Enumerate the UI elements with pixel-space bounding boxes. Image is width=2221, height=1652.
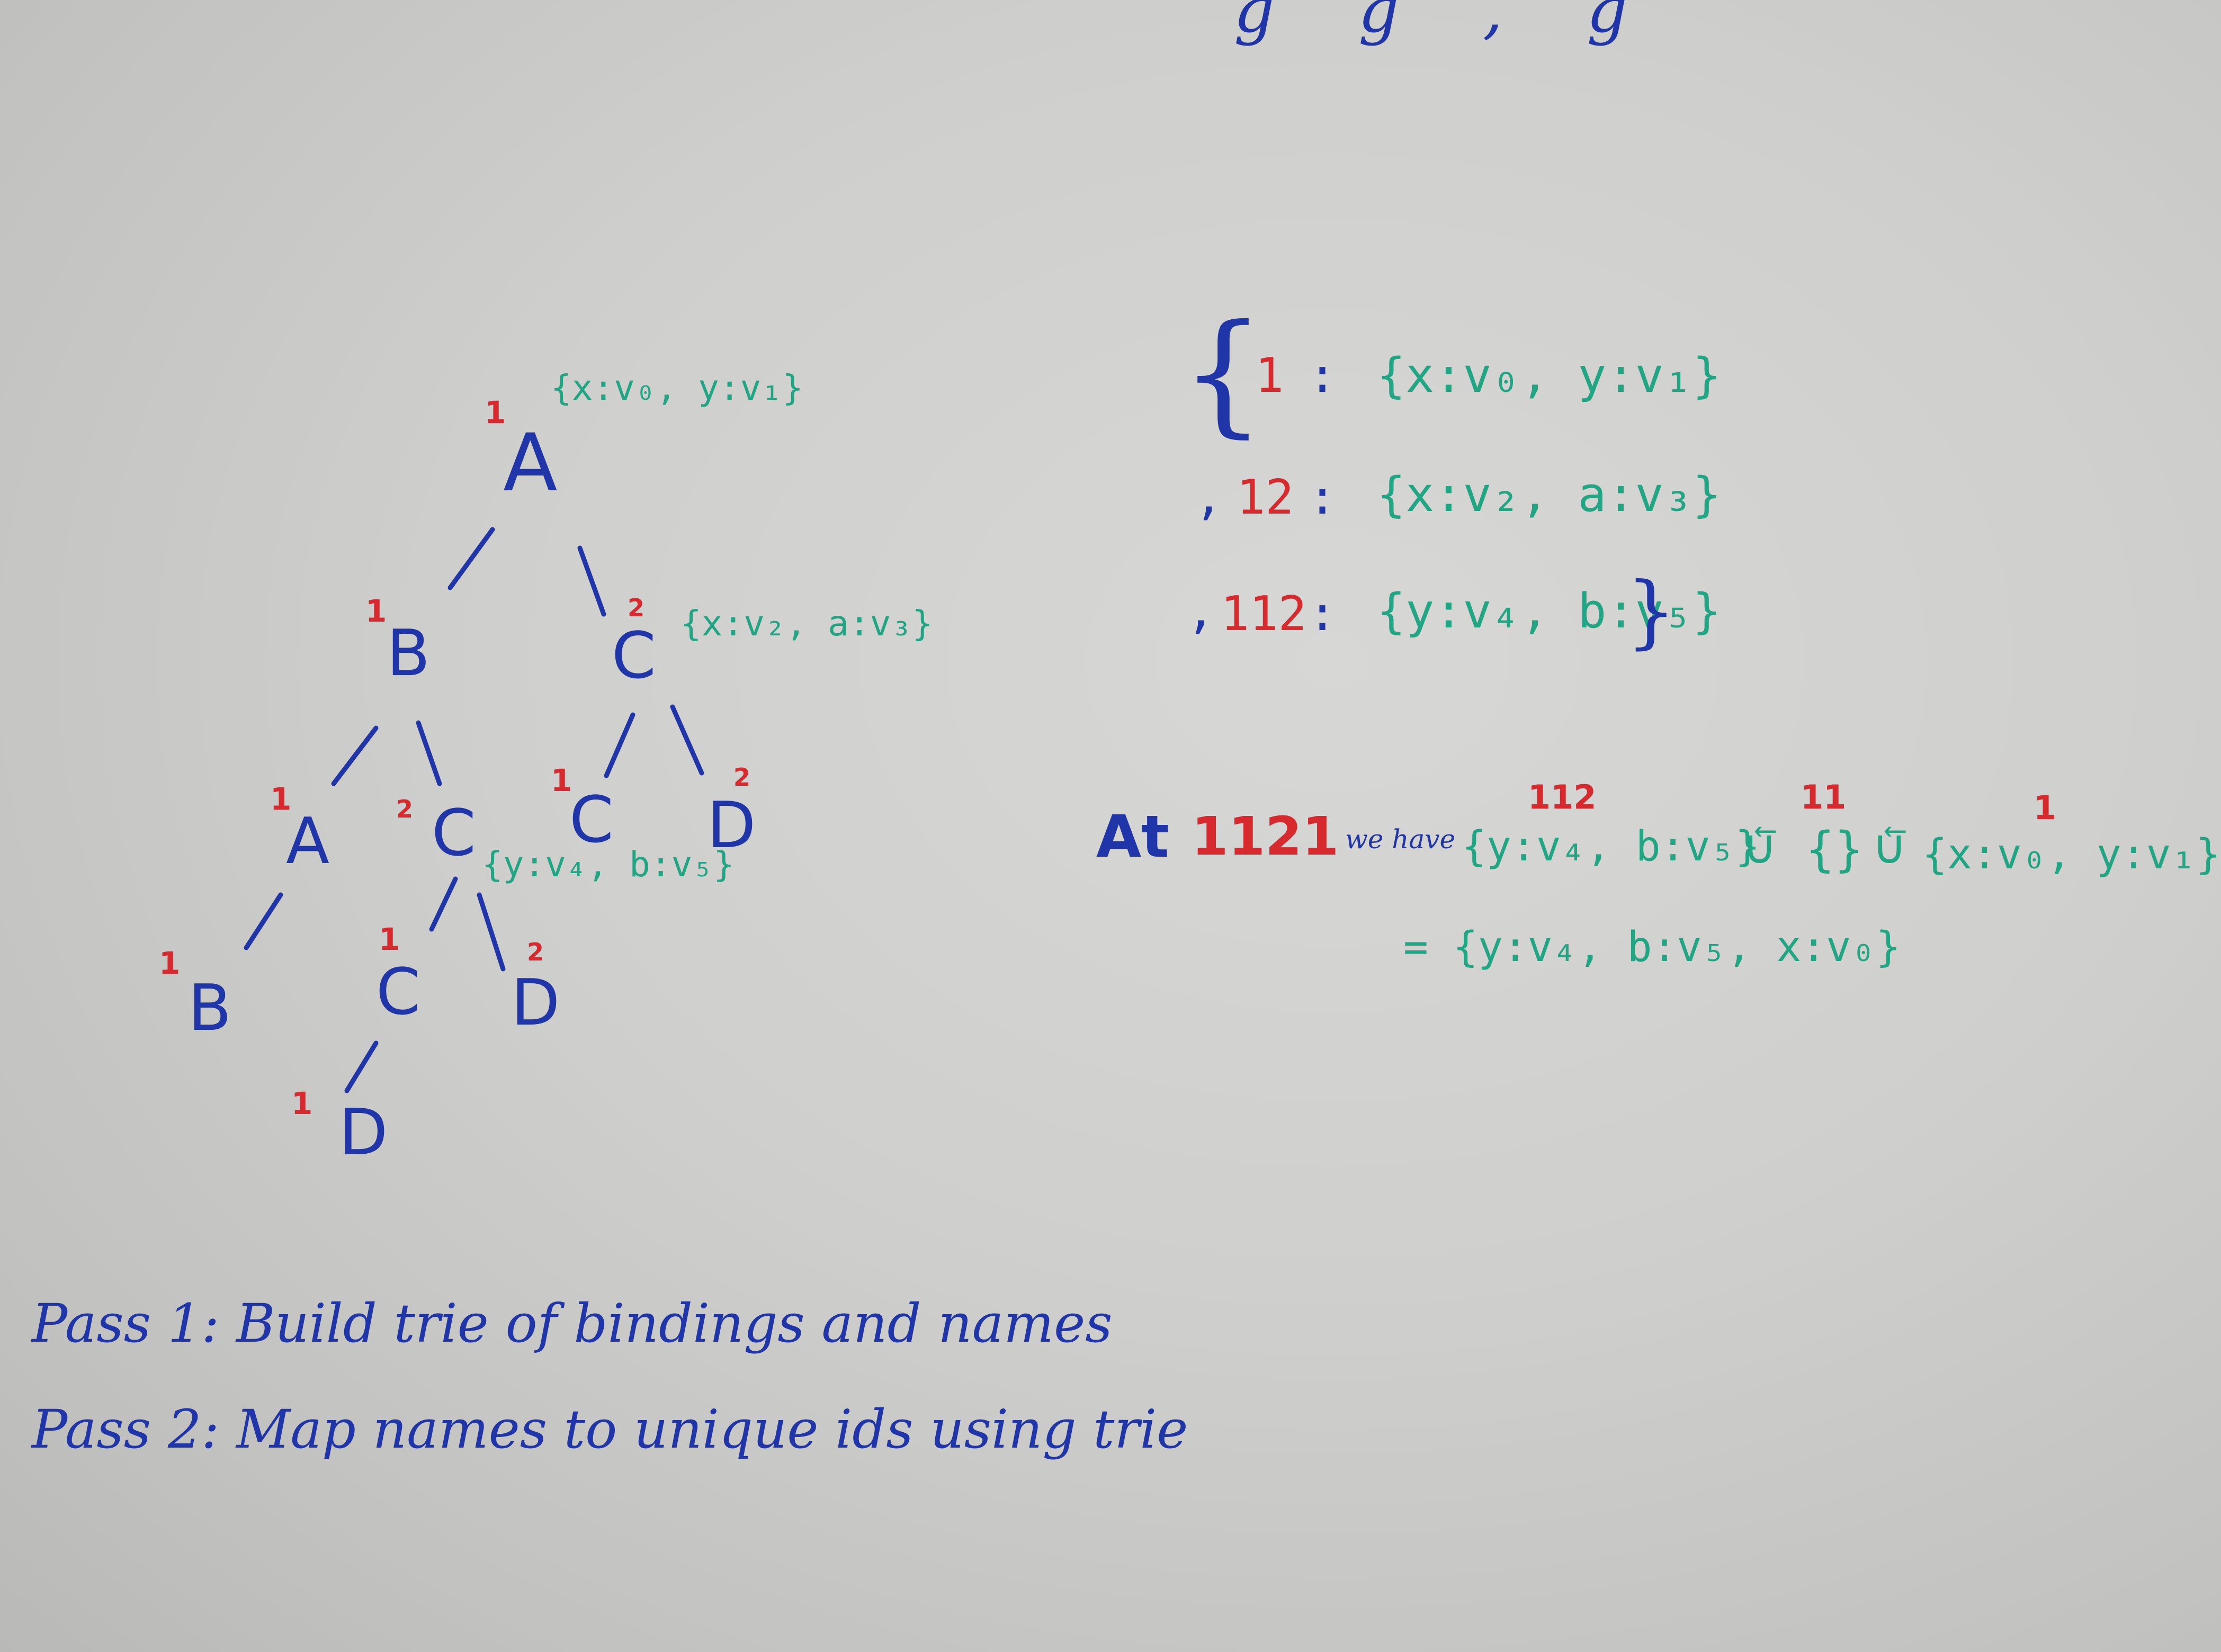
example-term3: {x:v₀, y:v₁} bbox=[1922, 831, 2221, 878]
node-bc-label: C bbox=[432, 797, 476, 870]
edge-b-bc bbox=[416, 720, 442, 786]
node-bccd-label: D bbox=[339, 1096, 388, 1170]
node-root-number: 1 bbox=[485, 394, 506, 430]
node-ba-label: A bbox=[286, 805, 330, 878]
node-bccd-number: 1 bbox=[291, 1085, 313, 1121]
example-id: 1121 bbox=[1192, 805, 1339, 867]
node-b-label: B bbox=[387, 617, 431, 690]
map-row-3-value: {y:v₄, b:v₅} bbox=[1377, 583, 1722, 639]
edge-ba-bab bbox=[244, 892, 283, 950]
map-row-3-colon: : bbox=[1308, 586, 1337, 642]
edge-c-cd bbox=[670, 704, 704, 776]
node-root-label: A bbox=[503, 417, 558, 509]
example-term2-label: 11 bbox=[1801, 778, 1847, 816]
example-union-op-2: ∪⃖ bbox=[1872, 819, 1907, 875]
node-cd-number: 2 bbox=[733, 763, 751, 792]
map-row-2-colon: : bbox=[1308, 470, 1337, 525]
node-c-number: 2 bbox=[628, 594, 645, 622]
note-pass-1: Pass 1: Build trie of bindings and names bbox=[32, 1292, 1113, 1354]
node-bab-label: B bbox=[188, 972, 232, 1045]
node-bcd-label: D bbox=[511, 966, 560, 1040]
node-bcc-number: 1 bbox=[379, 921, 400, 957]
node-cd-label: D bbox=[707, 789, 756, 863]
map-open-brace: { bbox=[1181, 296, 1266, 450]
node-ba-number: 1 bbox=[270, 781, 292, 817]
example-term2: {} bbox=[1806, 822, 1864, 877]
node-bc-bindings: {y:v₄, b:v₅} bbox=[482, 844, 735, 885]
edge-b-ba bbox=[331, 725, 379, 786]
map-row-1-colon: : bbox=[1308, 348, 1337, 403]
edge-a-c bbox=[577, 545, 606, 617]
node-bc-number: 2 bbox=[396, 795, 414, 823]
node-bcd-number: 2 bbox=[527, 938, 544, 966]
example-at: At bbox=[1096, 803, 1169, 870]
map-row-2-prefix: , bbox=[1194, 470, 1223, 525]
example-term1-label: 112 bbox=[1528, 778, 1597, 816]
example-term1: {y:v₄, b:v₅} bbox=[1462, 823, 1760, 870]
node-cc-number: 1 bbox=[551, 762, 572, 798]
node-b-number: 1 bbox=[365, 593, 387, 629]
edge-bc-bcc bbox=[429, 876, 458, 932]
map-row-2-key: 12 bbox=[1237, 470, 1294, 525]
top-partial-writing: g g , g bbox=[1234, 0, 1660, 47]
node-c-bindings: {x:v₂, a:v₃} bbox=[680, 603, 933, 644]
edge-bcc-bccd bbox=[344, 1040, 379, 1093]
node-c-label: C bbox=[612, 620, 656, 693]
node-root-bindings: {x:v₀, y:v₁} bbox=[551, 367, 803, 408]
node-bcc-label: C bbox=[376, 956, 420, 1029]
node-cc-label: C bbox=[569, 784, 614, 857]
example-term3-label: 1 bbox=[2034, 788, 2057, 827]
map-row-3-key: 112 bbox=[1221, 586, 1307, 642]
note-pass-2: Pass 2: Map names to unique ids using tr… bbox=[32, 1398, 1188, 1460]
edge-a-b bbox=[447, 527, 495, 590]
map-row-3-prefix: , bbox=[1186, 583, 1215, 639]
example-result: = {y:v₄, b:v₅, x:v₀} bbox=[1403, 923, 1901, 971]
map-row-1-value: {x:v₀, y:v₁} bbox=[1377, 348, 1722, 403]
map-row-2-value: {x:v₂, a:v₃} bbox=[1377, 467, 1722, 523]
node-bab-number: 1 bbox=[159, 945, 181, 981]
map-row-1-key: 1 bbox=[1255, 348, 1284, 403]
example-we-have: we have bbox=[1345, 824, 1456, 855]
edge-bc-bcd bbox=[477, 892, 506, 972]
map-close-brace: } bbox=[1626, 565, 1677, 658]
edge-c-cc bbox=[604, 712, 635, 778]
example-union-op-1: ∪⃖ bbox=[1742, 819, 1777, 875]
